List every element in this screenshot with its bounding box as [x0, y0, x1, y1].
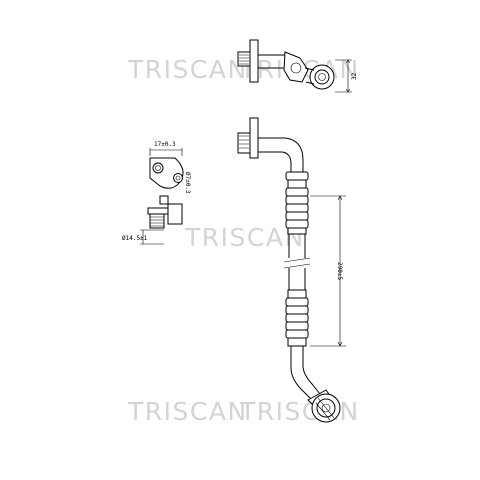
top-view-fitting: 32 [237, 39, 358, 93]
dim-detail-nipple: Ø14.5±1 [122, 235, 148, 242]
detail-flange-view: 17±0.3 Ø7±0.3 Ø14.5±1 [122, 141, 191, 245]
dim-detail-slot: 17±0.3 [154, 141, 176, 148]
dim-hose-length: 290±5 [336, 262, 343, 280]
watermark-triscan-middle: TRISCAN [184, 223, 305, 252]
watermark-triscan-top-left: TRISCAN [127, 55, 248, 84]
main-hose-assembly: 290±5 [237, 117, 346, 423]
watermark-triscan-bottom-right: TRISCAN [239, 397, 360, 426]
dim-top-width: 32 [351, 72, 358, 80]
watermark-triscan-bottom-left: TRISCAN [127, 397, 248, 426]
dim-detail-hole: Ø7±0.3 [184, 172, 191, 194]
